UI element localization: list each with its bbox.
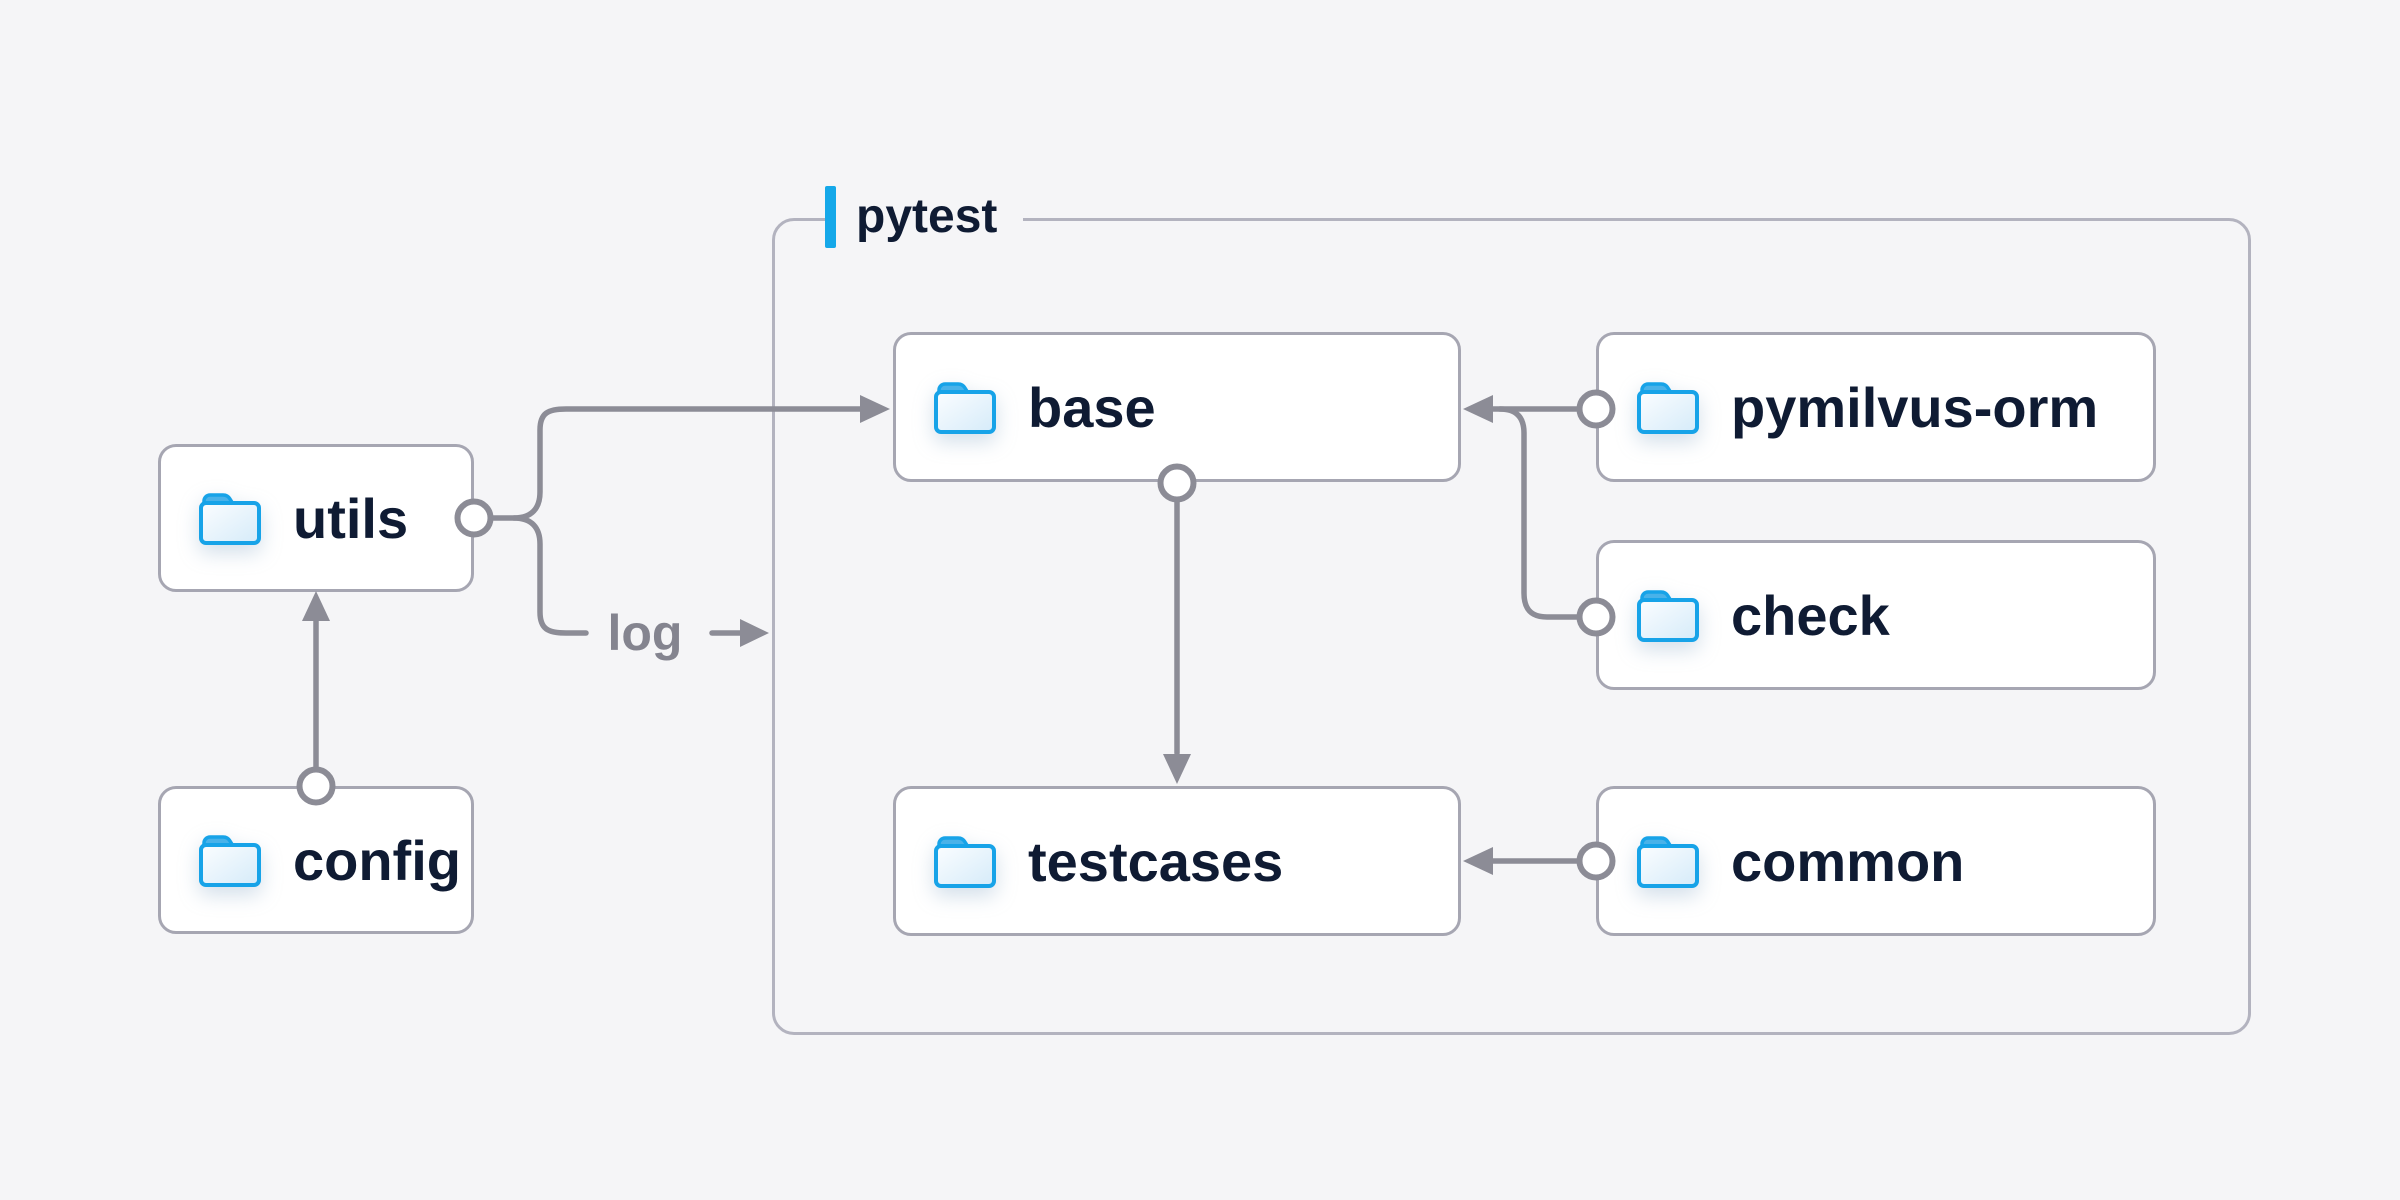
node-label: base [1028, 375, 1156, 439]
arrowhead-right-icon [740, 619, 769, 647]
node-label: common [1731, 829, 1965, 893]
folder-icon [934, 382, 996, 434]
folder-icon [1637, 590, 1699, 642]
node-check: check [1596, 540, 2156, 690]
folder-icon [199, 835, 261, 887]
node-label: utils [293, 486, 409, 550]
group-pytest: pytest [772, 185, 2251, 1035]
node-utils: utils [158, 444, 474, 592]
node-common: common [1596, 786, 2156, 936]
node-config: config [158, 786, 474, 934]
node-label: config [293, 828, 461, 892]
folder-icon [1637, 836, 1699, 888]
edge-utils-to-log [511, 515, 589, 636]
folder-icon [934, 836, 996, 888]
edge-label-log: log [607, 605, 683, 661]
node-base: base [893, 332, 1461, 482]
node-label: pymilvus-orm [1731, 375, 2099, 439]
folder-icon [1637, 382, 1699, 434]
folder-icon [199, 493, 261, 545]
node-pymilvus-orm: pymilvus-orm [1596, 332, 2156, 482]
node-label: testcases [1028, 829, 1284, 893]
arrowhead-up-icon [302, 591, 330, 621]
node-label: check [1731, 583, 1890, 647]
accent-bar-icon [825, 186, 836, 248]
node-testcases: testcases [893, 786, 1461, 936]
group-title: pytest [856, 190, 998, 243]
group-pytest-label: pytest [825, 185, 1024, 249]
